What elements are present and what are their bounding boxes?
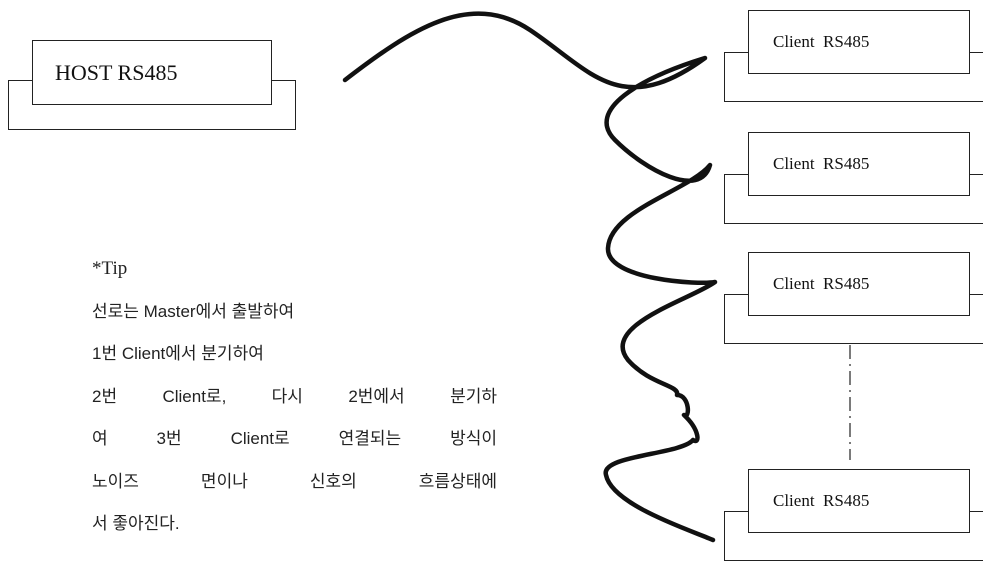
tip-line: 2번 Client로, 다시 2번에서 분기하: [92, 386, 497, 406]
client-device-label: Client RS485: [748, 252, 970, 316]
rs485-cable: [342, 11, 718, 543]
tip-title: *Tip: [92, 258, 128, 279]
tip-line: 서 좋아진다.: [92, 514, 180, 533]
tip-line: 선로는 Master에서 출발하여: [92, 301, 295, 321]
tip-line: 여 3번 Client로 연결되는 방식이: [92, 429, 497, 448]
tip-line: 1번 Client에서 분기하여: [92, 344, 264, 363]
tip-line: 노이즈 면이나 신호의 흐름상태에: [92, 471, 497, 491]
host-device-label: HOST RS485: [32, 40, 272, 105]
client-device-label: Client RS485: [748, 469, 970, 533]
tip-note: *Tip 선로는 Master에서 출발하여 1번 Client에서 분기하여 …: [92, 248, 497, 546]
client-device-label: Client RS485: [748, 132, 970, 196]
client-device-label: Client RS485: [748, 10, 970, 74]
